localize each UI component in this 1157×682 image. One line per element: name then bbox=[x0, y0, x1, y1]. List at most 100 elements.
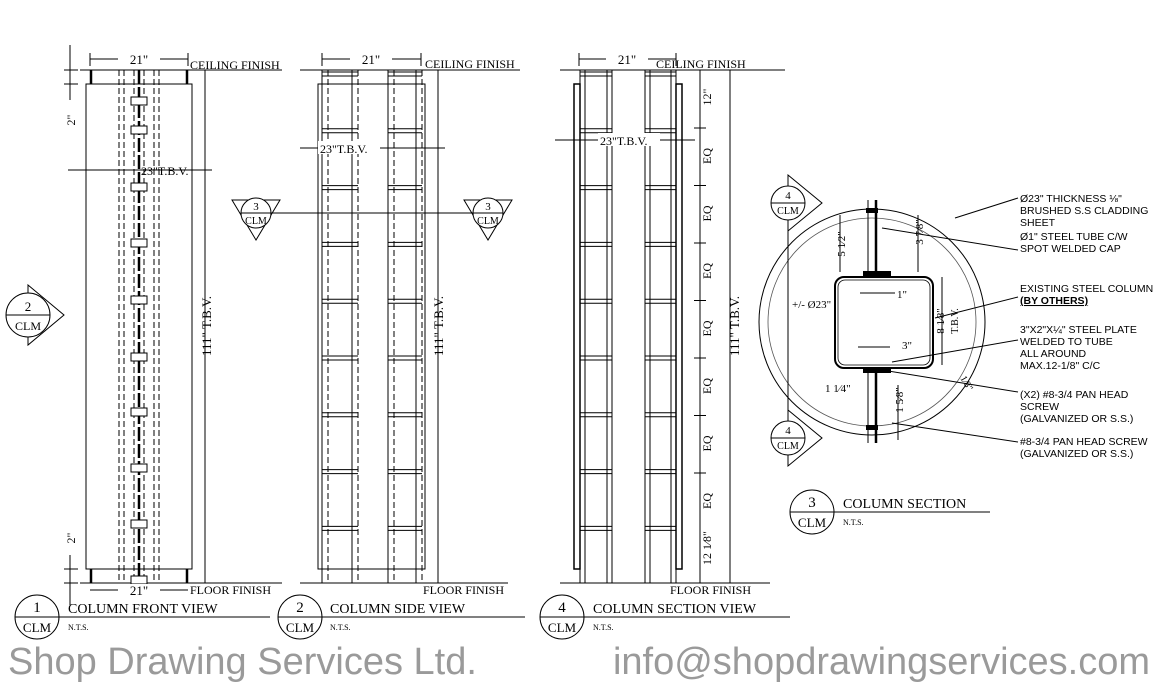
dim-3: 3" bbox=[902, 340, 912, 352]
note-line: (GALVANIZED OR S.S.) bbox=[1020, 413, 1133, 425]
note-line: (GALVANIZED OR S.S.) bbox=[1020, 448, 1133, 460]
note-line: #8-3/4 PAN HEAD SCREW bbox=[1020, 436, 1148, 448]
view-title: COLUMN SIDE VIEW bbox=[330, 602, 466, 617]
column-section-view: 21" CEILING FINISH FLOOR FINISH 23"T.B.V… bbox=[555, 52, 785, 597]
note-line: (X2) #8-3/4 PAN HEAD bbox=[1020, 389, 1129, 401]
steel-plate bbox=[130, 352, 148, 362]
marker-sheet: CLM bbox=[777, 206, 799, 217]
floor-finish-label: FLOOR FINISH bbox=[670, 583, 751, 597]
dim-21: 21" bbox=[618, 52, 636, 67]
dim-12: 12" bbox=[700, 88, 714, 105]
view-title: COLUMN SECTION bbox=[843, 497, 966, 512]
dim-eq: EQ bbox=[700, 378, 714, 394]
dim-2-top: 2" bbox=[64, 114, 78, 125]
marker-sheet: CLM bbox=[15, 319, 41, 333]
existing-steel-column bbox=[834, 276, 934, 369]
note-line: MAX.12-1/8" C/C bbox=[1020, 360, 1101, 372]
view-number: 3 bbox=[808, 495, 816, 511]
note-line: SPOT WELDED CAP bbox=[1020, 243, 1121, 255]
steel-plate bbox=[130, 96, 148, 106]
marker-sheet: CLM bbox=[245, 216, 267, 227]
steel-plate bbox=[130, 125, 148, 135]
view-scale: N.T.S. bbox=[843, 518, 864, 527]
note-line: SCREW bbox=[1020, 401, 1059, 413]
dim-21: 21" bbox=[130, 52, 148, 67]
dim-111: 111" T.B.V. bbox=[199, 296, 214, 356]
column-front-view: 21" CEILING FINISH FLOOR FINISH 21" 111"… bbox=[64, 45, 282, 605]
floor-finish-label: FLOOR FINISH bbox=[190, 583, 271, 597]
floor-finish-label: FLOOR FINISH bbox=[423, 583, 504, 597]
dim-5-1-2: 5 1⁄2" bbox=[836, 231, 848, 257]
dim-2-bottom: 2" bbox=[64, 532, 78, 543]
view-title: COLUMN FRONT VIEW bbox=[68, 602, 218, 617]
view-number: 1 bbox=[33, 600, 41, 616]
steel-plate bbox=[130, 519, 148, 529]
sheet-ref: CLM bbox=[286, 620, 315, 635]
note-line: SHEET bbox=[1020, 217, 1056, 229]
dim-23-tbv: 23"T.B.V. bbox=[320, 142, 367, 156]
section-marker-4-bottom[interactable]: 4 CLM bbox=[770, 408, 823, 468]
marker-number: 4 bbox=[785, 425, 791, 437]
note-line: Ø23" THICKNESS ⅛" bbox=[1020, 193, 1122, 205]
sheet-ref: CLM bbox=[548, 620, 577, 635]
view-title: COLUMN SECTION VIEW bbox=[593, 602, 757, 617]
dim-eq: EQ bbox=[700, 493, 714, 509]
dim-eq: EQ bbox=[700, 205, 714, 221]
dim-23-tbv: 23"T.B.V. bbox=[141, 164, 188, 178]
section-marker-3-right[interactable]: 3 CLM bbox=[463, 197, 513, 241]
column-section-detail: +/- Ø23" 1" 3" 8 1⁄8" T.B.V. 5 1⁄2" 3 7⁄… bbox=[758, 190, 1153, 460]
dim-tbv: T.B.V. bbox=[950, 308, 961, 333]
note-line: EXISTING STEEL COLUMN bbox=[1020, 283, 1153, 295]
view-scale: N.T.S. bbox=[593, 623, 614, 632]
dim-8-1-8: 8 1⁄8" bbox=[935, 308, 947, 334]
ceiling-finish-label: CEILING FINISH bbox=[425, 57, 515, 71]
ceiling-finish-label: CEILING FINISH bbox=[656, 57, 746, 71]
note-line: WELDED TO TUBE bbox=[1020, 336, 1113, 348]
dim-eq: EQ bbox=[700, 148, 714, 164]
column-side-view: 21" CEILING FINISH FLOOR FINISH 23"T.B.V… bbox=[268, 52, 520, 597]
marker-sheet: CLM bbox=[777, 441, 799, 452]
watermark: Shop Drawing Services Ltd. info@shopdraw… bbox=[8, 641, 1150, 682]
view-scale: N.T.S. bbox=[330, 623, 351, 632]
marker-number: 4 bbox=[785, 190, 791, 202]
sheet-ref: CLM bbox=[798, 515, 827, 530]
section-marker-3-left[interactable]: 3 CLM bbox=[231, 197, 281, 241]
dim-1-5-8: 1 5⁄8" bbox=[894, 387, 906, 413]
marker-number: 3 bbox=[253, 201, 259, 213]
dim-3-7-8: 3 7⁄8" bbox=[914, 219, 926, 245]
section-marker-4-top[interactable]: 4 CLM bbox=[770, 173, 823, 233]
dim-23-tbv: 23"T.B.V. bbox=[600, 134, 647, 148]
dim-1: 1" bbox=[897, 289, 907, 301]
marker-number: 2 bbox=[25, 299, 32, 314]
watermark-line-1: Shop Drawing Services Ltd. bbox=[8, 641, 477, 682]
note-line: (BY OTHERS) bbox=[1020, 295, 1088, 307]
marker-sheet: CLM bbox=[477, 216, 499, 227]
dim-eq: EQ bbox=[700, 263, 714, 279]
dim-12-1-8: 12 1⁄8" bbox=[700, 531, 714, 565]
cladding-strip bbox=[675, 83, 683, 570]
sheet-ref: CLM bbox=[23, 620, 52, 635]
dim-eq: EQ bbox=[700, 320, 714, 336]
cladding-strip bbox=[573, 83, 581, 570]
steel-plate bbox=[130, 182, 148, 192]
section-marker-2[interactable]: 2 CLM bbox=[5, 283, 65, 347]
dim-1-1-4: 1 1⁄4" bbox=[825, 383, 851, 395]
steel-plate bbox=[130, 407, 148, 417]
dim-eq: EQ bbox=[700, 435, 714, 451]
note-line: 3"X2"X¼" STEEL PLATE bbox=[1020, 324, 1137, 336]
view-scale: N.T.S. bbox=[68, 623, 89, 632]
watermark-line-2: info@shopdrawingservices.com bbox=[613, 641, 1150, 682]
dim-21-bottom: 21" bbox=[130, 583, 148, 598]
ceiling-finish-label: CEILING FINISH bbox=[190, 58, 280, 72]
steel-plate bbox=[130, 295, 148, 305]
steel-plate bbox=[130, 238, 148, 248]
note-line: BRUSHED S.S CLADDING bbox=[1020, 205, 1148, 217]
view-number: 4 bbox=[558, 600, 566, 616]
dim-111: 111" T.B.V. bbox=[727, 296, 742, 356]
view-number: 2 bbox=[296, 600, 304, 616]
